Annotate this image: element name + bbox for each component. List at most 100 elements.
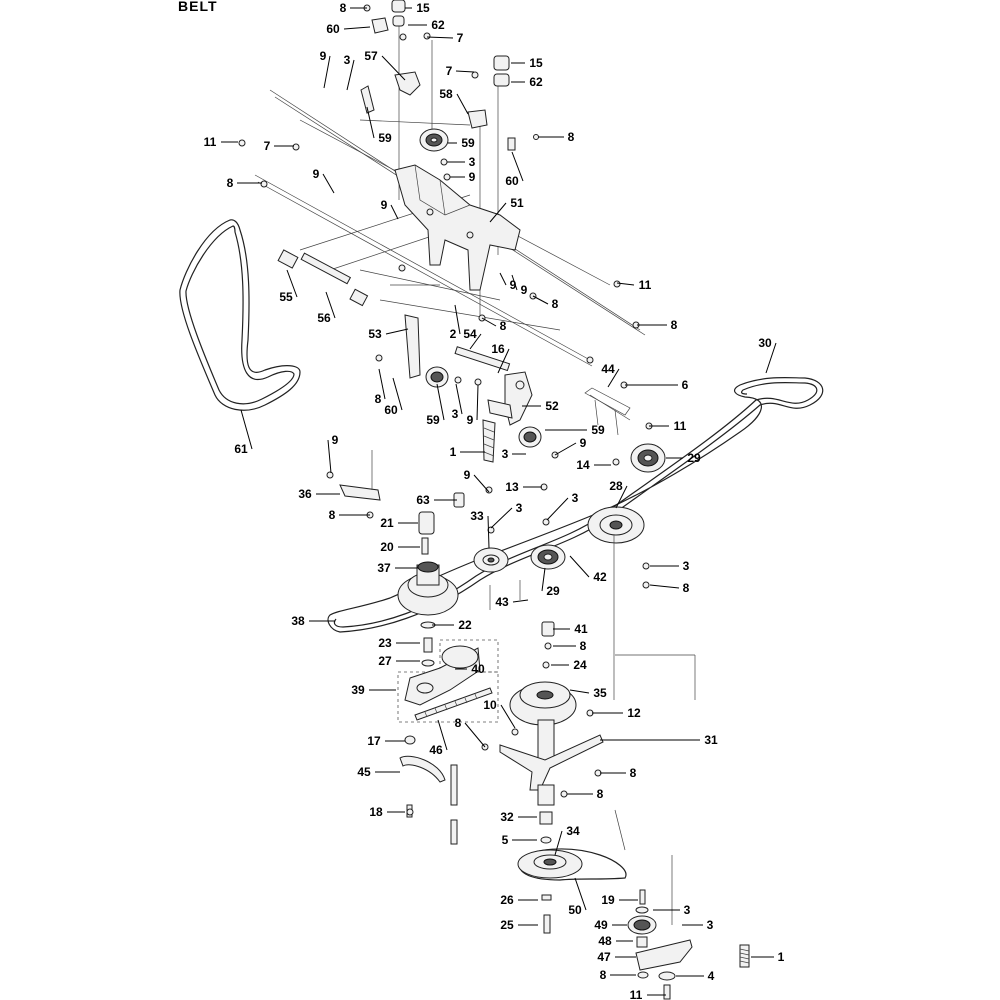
callout-3: 3 (653, 903, 691, 917)
leader-line (366, 106, 375, 139)
idler-arm-assembly (397, 639, 499, 723)
leader-line (473, 474, 490, 493)
leader-line (554, 830, 563, 856)
part-number: 9 (381, 198, 388, 212)
part-number: 6 (682, 378, 689, 392)
callout-43: 43 (495, 595, 529, 609)
callout-25: 25 (500, 918, 538, 932)
callout-9: 9 (450, 170, 476, 184)
pulleys (397, 443, 666, 616)
part-number: 46 (429, 743, 443, 757)
callout-3: 3 (650, 559, 690, 573)
callout-9: 9 (313, 167, 335, 194)
part-number: 8 (375, 392, 382, 406)
leader-line (490, 507, 513, 529)
part-number: 8 (568, 130, 575, 144)
callout-8: 8 (375, 368, 386, 406)
part-number: 60 (505, 174, 519, 188)
callout-9: 9 (464, 468, 490, 493)
leader-line (500, 704, 516, 729)
leader-line (481, 317, 497, 327)
part-number: 50 (568, 903, 582, 917)
leader-line (286, 269, 298, 298)
part-number: 59 (426, 413, 440, 427)
part-number: 3 (344, 53, 351, 67)
part-number: 14 (576, 458, 590, 472)
callout-8: 8 (567, 787, 604, 801)
callout-61: 61 (234, 409, 253, 456)
callout-3: 3 (344, 53, 355, 91)
part-number: 8 (597, 787, 604, 801)
part-number: 21 (380, 516, 394, 530)
callout-40: 40 (455, 662, 485, 676)
callout-53: 53 (368, 327, 409, 341)
callout-29: 29 (541, 567, 560, 598)
spacers (418, 492, 555, 667)
callout-5: 5 (502, 833, 537, 847)
part-number: 9 (313, 167, 320, 181)
part-number: 56 (317, 311, 331, 325)
callout-39: 39 (351, 683, 396, 697)
part-number: 8 (500, 319, 507, 333)
leader-line (343, 26, 371, 30)
part-number: 55 (279, 290, 293, 304)
callout-57: 57 (364, 49, 406, 81)
callout-34: 34 (554, 824, 580, 856)
part-number: 3 (684, 903, 691, 917)
leader-line (541, 567, 546, 592)
part-number: 51 (510, 196, 524, 210)
callout-8: 8 (227, 176, 262, 190)
leader-line (569, 555, 590, 578)
leader-line (497, 348, 510, 374)
callout-49: 49 (594, 918, 627, 932)
callout-23: 23 (378, 636, 420, 650)
part-number: 9 (467, 413, 474, 427)
part-number: 47 (597, 950, 611, 964)
part-number: 29 (687, 451, 701, 465)
callout-6: 6 (625, 378, 689, 392)
part-number: 42 (593, 570, 607, 584)
part-number: 8 (671, 318, 678, 332)
callout-8: 8 (532, 295, 559, 311)
drawing-layer (179, 0, 824, 1000)
callout-60: 60 (505, 151, 524, 188)
callout-56: 56 (317, 291, 336, 325)
callout-11: 11 (616, 278, 652, 292)
callout-24: 24 (551, 658, 587, 672)
clutch-assembly (499, 681, 604, 844)
callout-8: 8 (637, 318, 678, 332)
callout-3: 3 (447, 155, 476, 169)
part-number: 9 (580, 436, 587, 450)
leader-line (455, 383, 463, 415)
callout-2: 2 (450, 304, 461, 341)
part-number: 63 (416, 493, 430, 507)
callout-54: 54 (463, 327, 482, 350)
leader-line (456, 93, 469, 115)
part-number: 11 (630, 988, 643, 1000)
callout-11: 11 (630, 988, 666, 1000)
part-number: 15 (416, 1, 430, 15)
part-number: 48 (598, 934, 612, 948)
callout-50: 50 (568, 877, 587, 917)
callout-60: 60 (326, 22, 371, 36)
belt-30 (327, 376, 824, 633)
callout-16: 16 (491, 342, 510, 374)
callout-8: 8 (553, 639, 587, 653)
part-number: 59 (591, 423, 605, 437)
part-number: 3 (452, 407, 459, 421)
part-number: 13 (505, 480, 519, 494)
lower-pulley-belt (517, 848, 627, 934)
part-number: 2 (450, 327, 457, 341)
callout-35: 35 (569, 686, 607, 700)
leader-line (532, 295, 549, 305)
callout-9: 9 (327, 433, 339, 474)
callout-12: 12 (592, 706, 641, 720)
callout-9: 9 (554, 436, 587, 456)
callout-55: 55 (279, 269, 298, 304)
leader-line (511, 274, 518, 291)
lower-idler-assembly (627, 889, 750, 1000)
belt-61 (179, 219, 301, 411)
bracket-36 (339, 450, 381, 501)
part-number: 23 (378, 636, 392, 650)
part-number: 17 (367, 734, 381, 748)
